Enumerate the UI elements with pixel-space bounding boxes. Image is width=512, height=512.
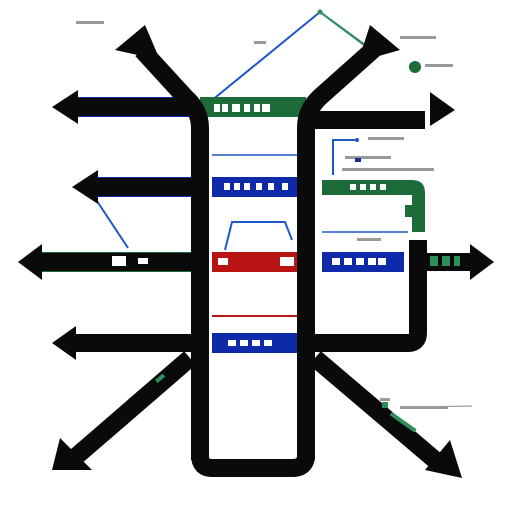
top-junction-dot (317, 9, 323, 15)
illegible-lettering (76, 21, 460, 433)
arrow-head-upper-right (430, 92, 455, 126)
top-connector-green (319, 11, 369, 49)
bottom-join (191, 454, 315, 477)
center-bracket-connector (224, 221, 293, 251)
arrow-heads (18, 25, 494, 478)
right-connector-dot (355, 138, 359, 142)
left-lower-diagonal-arrow (66, 351, 196, 467)
arrow-head-left (18, 244, 42, 280)
arrow-head-bottom-right (425, 440, 462, 478)
arrow-skeleton (38, 41, 480, 477)
green-dot-marker (409, 61, 421, 73)
left-upper-diagonal-arrow (135, 43, 209, 460)
right-green-box-notch (405, 205, 417, 217)
arrow-head-bottom-left (52, 438, 92, 470)
right-lower-frame (306, 240, 427, 352)
arrow-head-upper-left (52, 90, 78, 124)
left-diagonal-connector (92, 194, 129, 249)
arrow-head-top-right (358, 25, 400, 62)
arrow-head-middle-left (72, 170, 98, 204)
center-red-band (212, 252, 298, 272)
arrow-head-top-left (115, 25, 160, 60)
right-vertical-connector (332, 139, 356, 175)
right-lower-diagonal-arrow (309, 351, 441, 467)
arrow-head-lower-left (52, 326, 76, 360)
right-green-box (322, 180, 425, 232)
arrow-head-right (470, 244, 494, 280)
